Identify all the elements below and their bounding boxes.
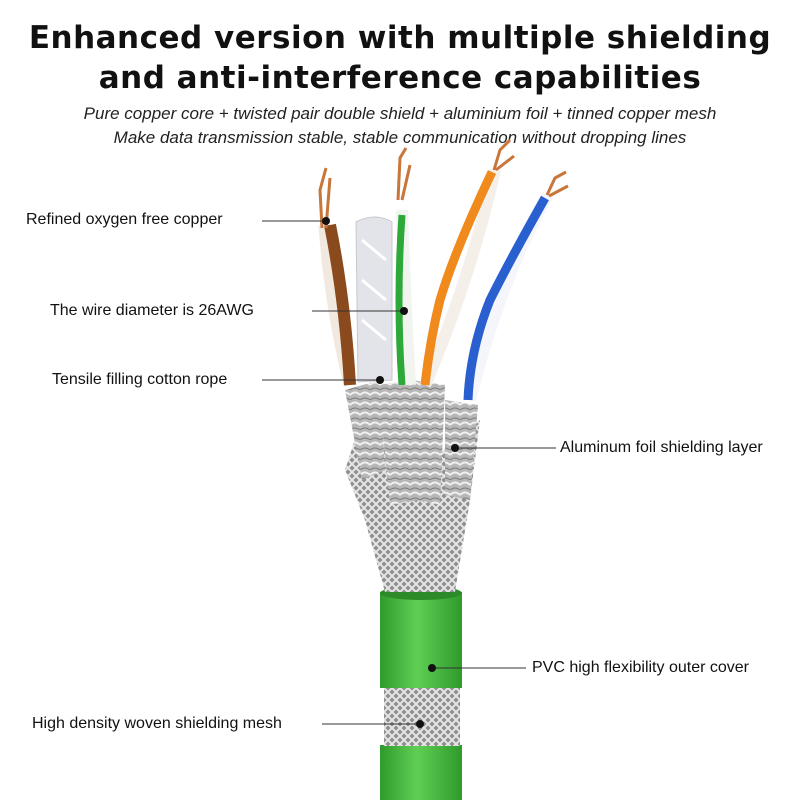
label-outer-cover: PVC high flexibility outer cover xyxy=(532,659,749,676)
dot-cover xyxy=(428,664,436,672)
outer-jacket xyxy=(380,592,462,688)
dot-rope xyxy=(376,376,384,384)
dot-diameter xyxy=(400,307,408,315)
label-shield-mesh: High density woven shielding mesh xyxy=(32,715,282,732)
orange-white-wire xyxy=(419,168,501,388)
filler-rope-texture xyxy=(361,238,387,342)
orange-copper-strands xyxy=(492,138,515,172)
label-foil-shield: Aluminum foil shielding layer xyxy=(560,439,763,456)
leader-lines xyxy=(262,220,556,725)
dot-copper xyxy=(322,217,330,225)
green-wire xyxy=(395,214,406,386)
dot-foil xyxy=(451,444,459,452)
foil-wrap-3 xyxy=(412,380,445,505)
leader-dots xyxy=(322,217,459,728)
mesh-band xyxy=(384,686,460,746)
foil-wrap-4 xyxy=(445,400,478,500)
label-wire-diameter: The wire diameter is 26AWG xyxy=(50,302,254,319)
blue-copper-strands xyxy=(545,170,569,198)
green-copper-strands xyxy=(396,147,412,201)
subtitle-line-1: Pure copper core + twisted pair double s… xyxy=(83,104,717,123)
outer-jacket-lower xyxy=(380,745,462,800)
filler-rope xyxy=(355,216,393,383)
brown-wire xyxy=(324,223,356,386)
foil-wrap-1 xyxy=(345,380,385,480)
dot-mesh xyxy=(416,720,424,728)
blue-wire xyxy=(463,195,549,401)
label-filling-rope: Tensile filling cotton rope xyxy=(52,371,228,388)
orange-wire xyxy=(420,170,497,386)
subtitle-line-2: Make data transmission stable, stable co… xyxy=(113,128,687,147)
diagram-title-line-2: and anti-interference capabilities xyxy=(98,60,702,96)
label-copper: Refined oxygen free copper xyxy=(26,211,223,228)
foil-wrap-2 xyxy=(378,380,418,505)
diagram-title-line-1: Enhanced version with multiple shielding xyxy=(28,20,772,56)
